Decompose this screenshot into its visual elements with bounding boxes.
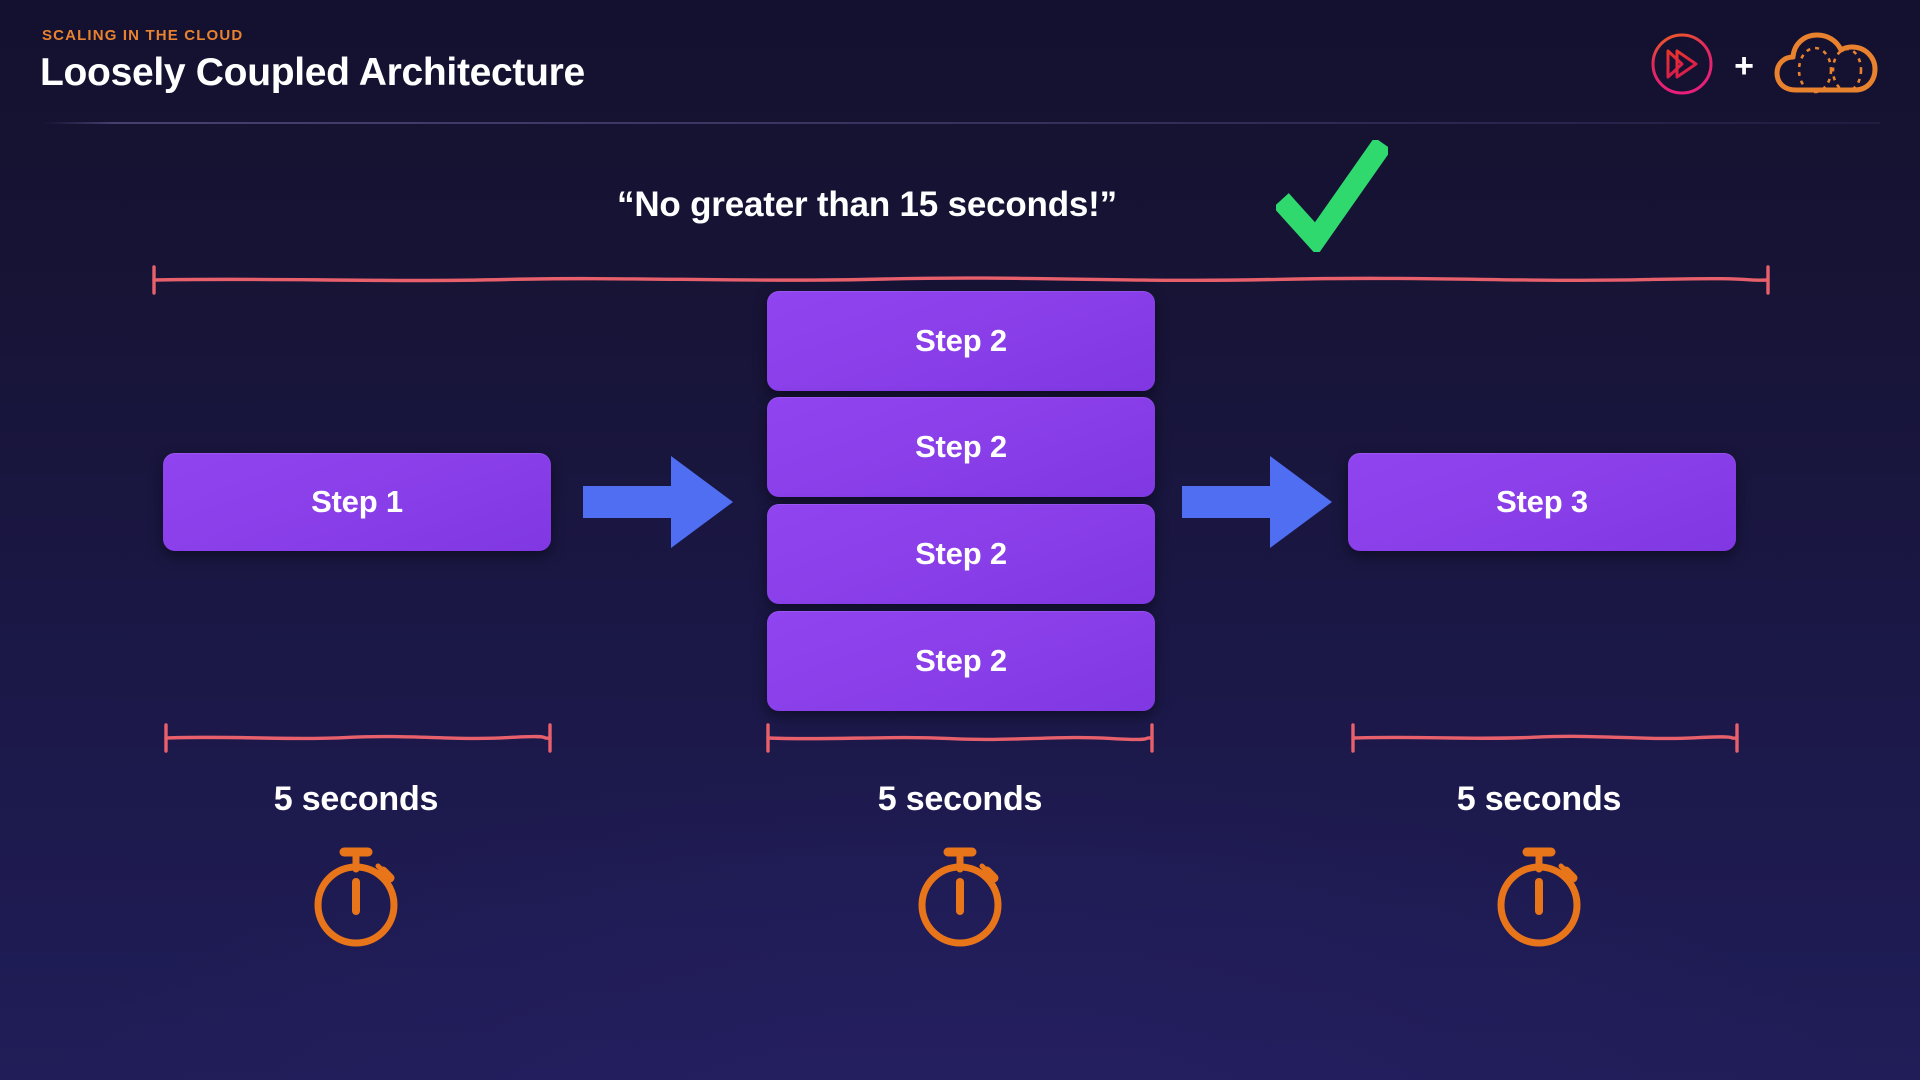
- step-box-step2-4[interactable]: Step 2: [767, 611, 1155, 711]
- timing-label-step3: 5 seconds: [1456, 780, 1622, 818]
- stopwatch-icon-step2: [760, 839, 1160, 951]
- callout-quote-text: “No greater than 15 seconds!”: [617, 185, 1117, 224]
- step-box-step1[interactable]: Step 1: [163, 453, 551, 551]
- arrow-step2-to-step3-icon: [1182, 452, 1334, 557]
- step2-duration-bracket: [760, 720, 1160, 761]
- brand-plus-separator: +: [1734, 46, 1754, 85]
- timing-column-step2: 5 seconds: [760, 780, 1160, 951]
- cloud-logo: [1772, 28, 1884, 105]
- stopwatch-icon-step3: [1339, 839, 1739, 951]
- callout-quote-row: “No greater than 15 seconds!”: [0, 185, 1920, 225]
- page-title: Loosely Coupled Architecture: [40, 51, 585, 94]
- total-duration-bracket: [146, 262, 1776, 303]
- timing-column-step1: 5 seconds: [156, 780, 556, 951]
- arrow-step1-to-step2-icon: [583, 452, 735, 557]
- step-box-step2-2[interactable]: Step 2: [767, 397, 1155, 497]
- step-box-step2-1[interactable]: Step 2: [767, 291, 1155, 391]
- stopwatch-icon-step1: [156, 839, 556, 951]
- green-check-icon: [1273, 137, 1392, 257]
- step3-duration-bracket: [1345, 720, 1745, 761]
- brand-logos: +: [1648, 28, 1884, 105]
- header-eyebrow: SCALING IN THE CLOUD: [42, 27, 244, 44]
- timing-label-step1: 5 seconds: [273, 780, 439, 818]
- timing-label-step2: 5 seconds: [877, 780, 1043, 818]
- play-circle-logo: [1648, 30, 1716, 103]
- header-divider: [42, 122, 1880, 124]
- step-box-step3[interactable]: Step 3: [1348, 453, 1736, 551]
- step-box-step2-3[interactable]: Step 2: [767, 504, 1155, 604]
- step1-duration-bracket: [158, 720, 558, 761]
- slide-header: SCALING IN THE CLOUD Loosely Coupled Arc…: [0, 0, 1920, 150]
- timing-column-step3: 5 seconds: [1339, 780, 1739, 951]
